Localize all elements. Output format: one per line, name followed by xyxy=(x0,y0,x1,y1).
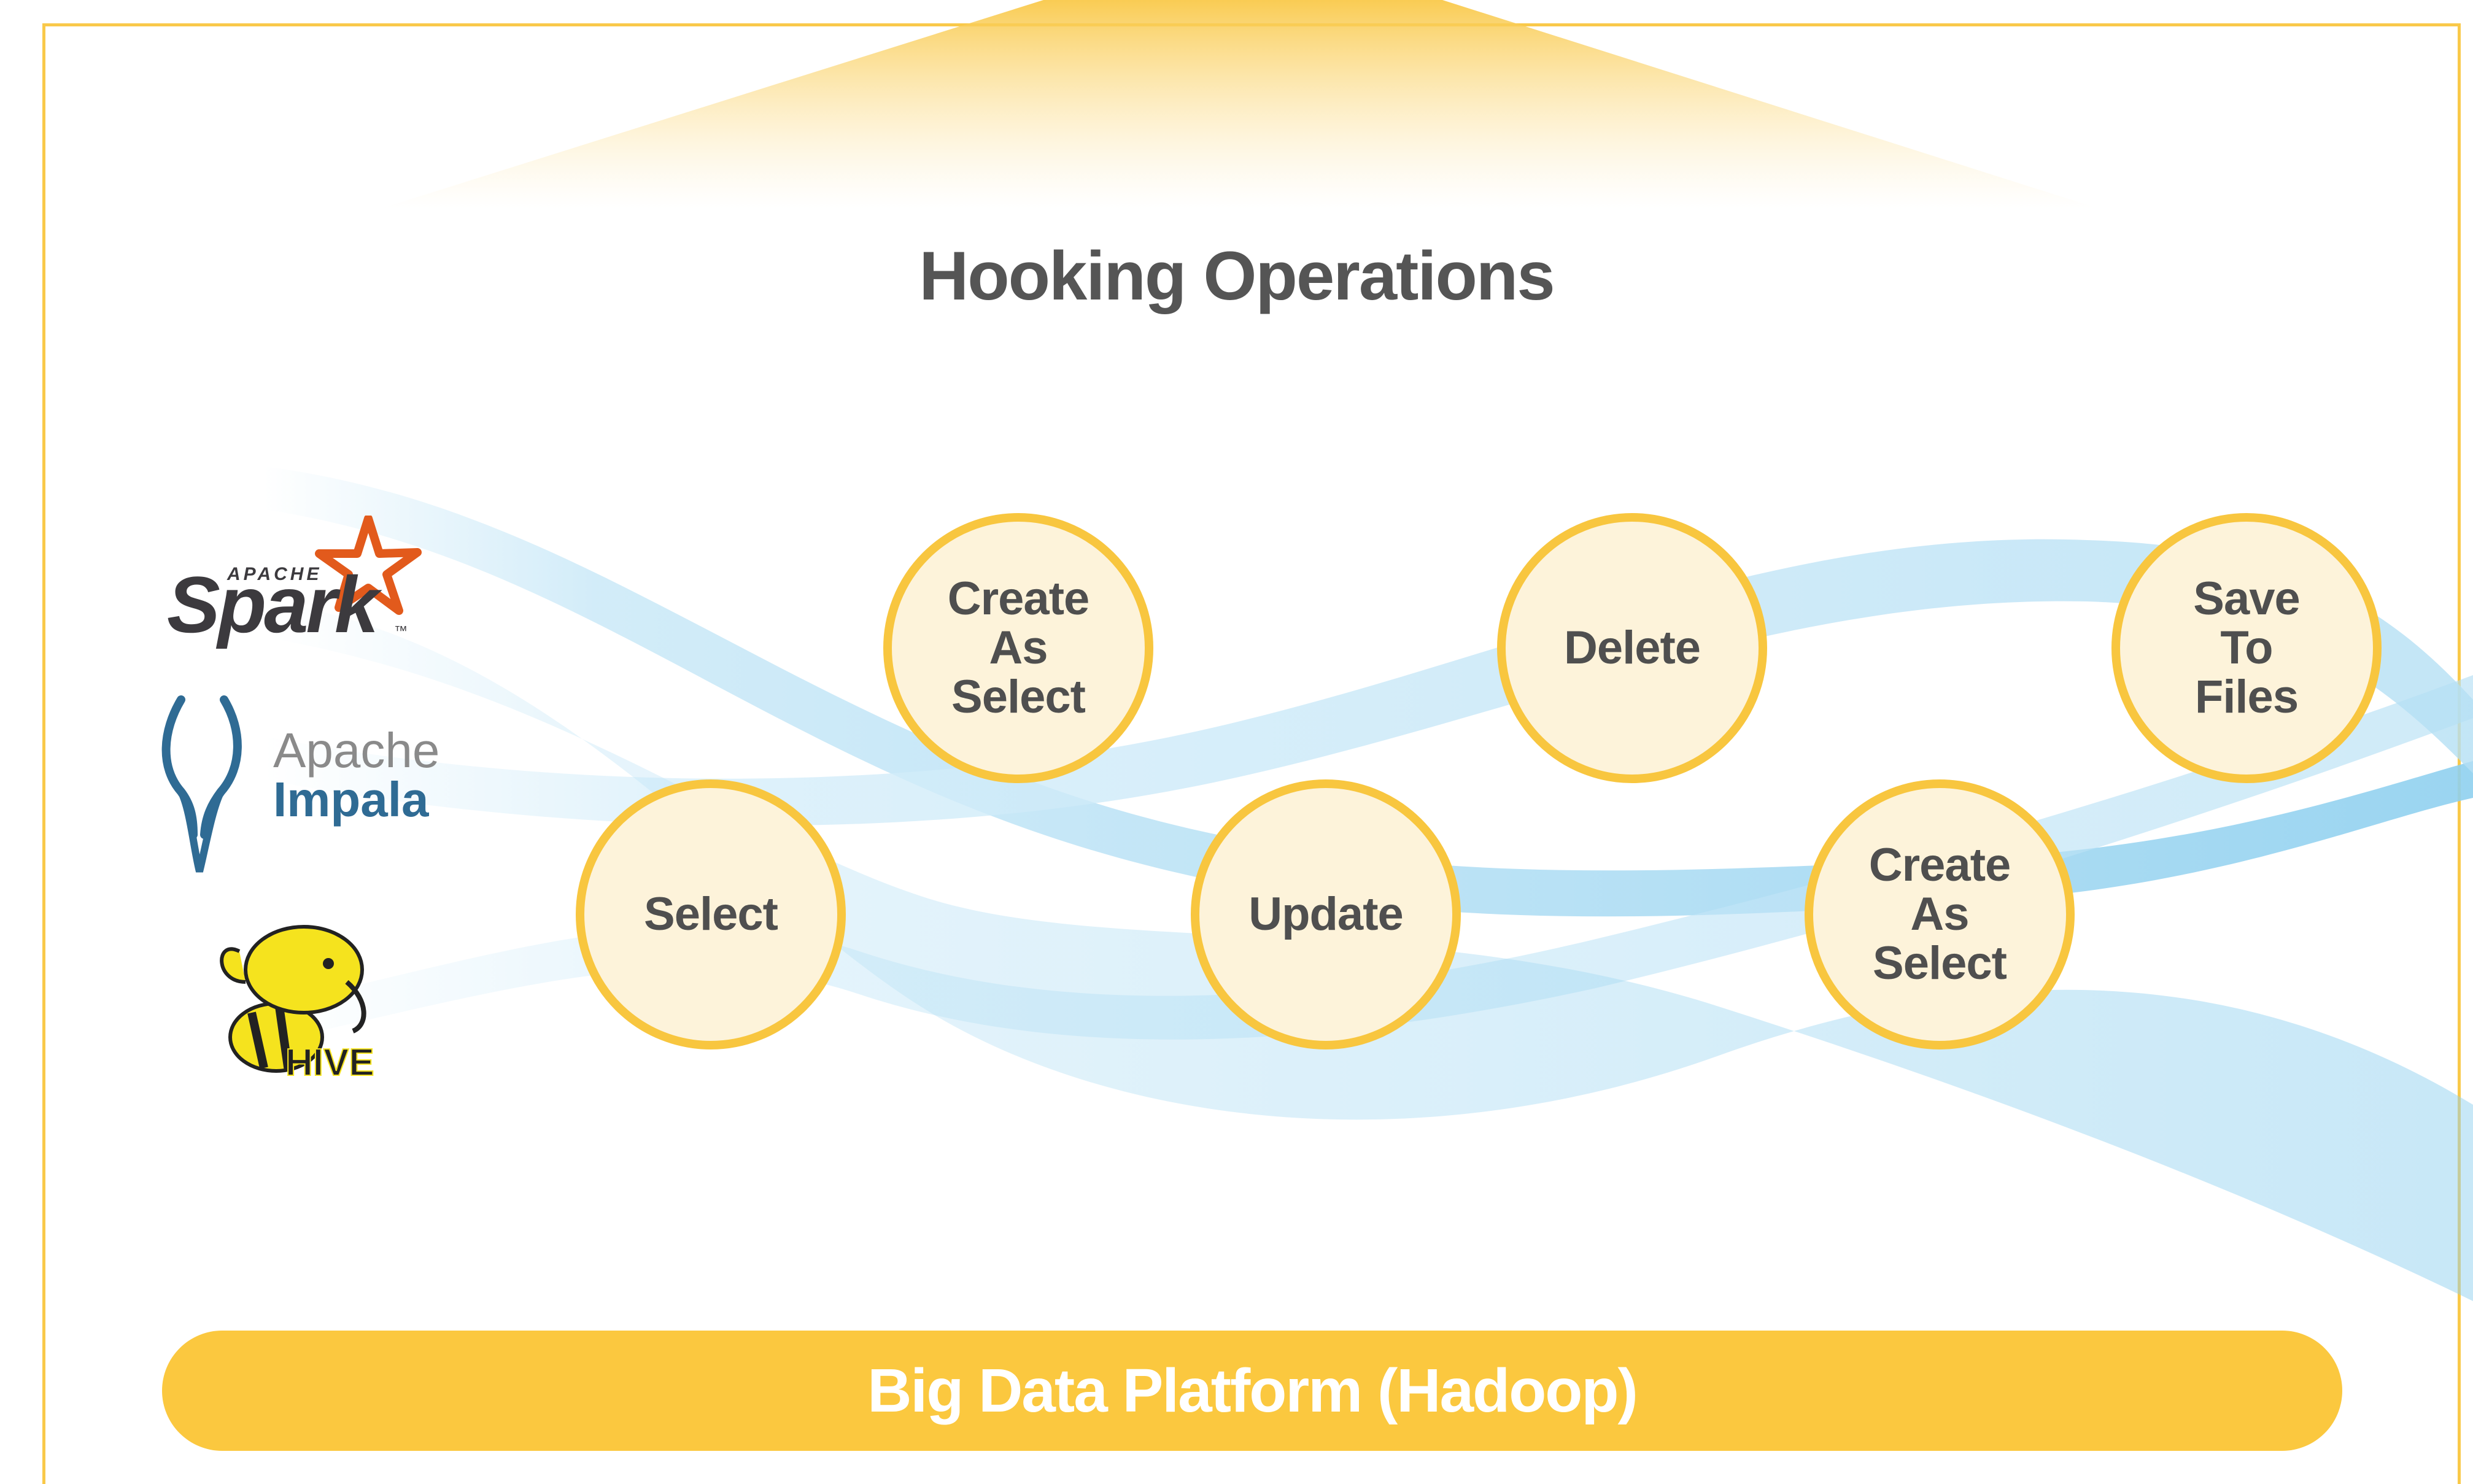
spark-logo-main: Spark xyxy=(167,560,382,649)
hive-ear xyxy=(220,947,246,984)
spark-logo-tm: ™ xyxy=(394,623,408,638)
impala-horn-right xyxy=(200,695,242,839)
operation-label: Create As Select xyxy=(1868,839,2011,989)
operation-label: Select xyxy=(644,888,778,940)
spark-star xyxy=(315,516,422,615)
operation-save-to-files[interactable]: Save To Files xyxy=(2111,513,2382,783)
hive-head xyxy=(244,925,364,1014)
operation-select[interactable]: Select xyxy=(576,779,846,1049)
operation-create-as-select-2[interactable]: Create As Select xyxy=(1805,779,2075,1049)
operation-label: Delete xyxy=(1563,622,1701,674)
hive-trunk xyxy=(345,980,366,1034)
impala-face xyxy=(177,788,225,873)
impala-logo-line2: Impala xyxy=(273,772,429,827)
hive-logo-label: HIVE xyxy=(285,1042,374,1080)
top-glow xyxy=(381,0,2099,209)
hive-stripe-2 xyxy=(275,1006,293,1072)
spark-logo-icon: APACHE Spark ™ xyxy=(167,516,422,649)
impala-logo-line1: Apache xyxy=(273,723,439,778)
platform-bar: Big Data Platform (Hadoop) xyxy=(162,1331,2342,1451)
platform-label: Big Data Platform (Hadoop) xyxy=(867,1356,1638,1425)
spark-logo-small: APACHE xyxy=(226,564,322,584)
hive-eye xyxy=(323,958,334,969)
operation-label: Save To Files xyxy=(2193,573,2300,723)
hive-bee-icon: HIVE xyxy=(220,925,375,1080)
operation-delete[interactable]: Delete xyxy=(1497,513,1767,783)
page-title: Hooking Operations xyxy=(919,238,1555,314)
impala-antelope-icon: Apache Impala xyxy=(161,695,439,873)
operation-label: Update xyxy=(1248,888,1404,940)
hive-stripe-1 xyxy=(247,1011,268,1069)
operation-update[interactable]: Update xyxy=(1191,779,1461,1049)
operation-create-as-select-1[interactable]: Create As Select xyxy=(883,513,1153,783)
operation-label: Create As Select xyxy=(947,573,1090,723)
